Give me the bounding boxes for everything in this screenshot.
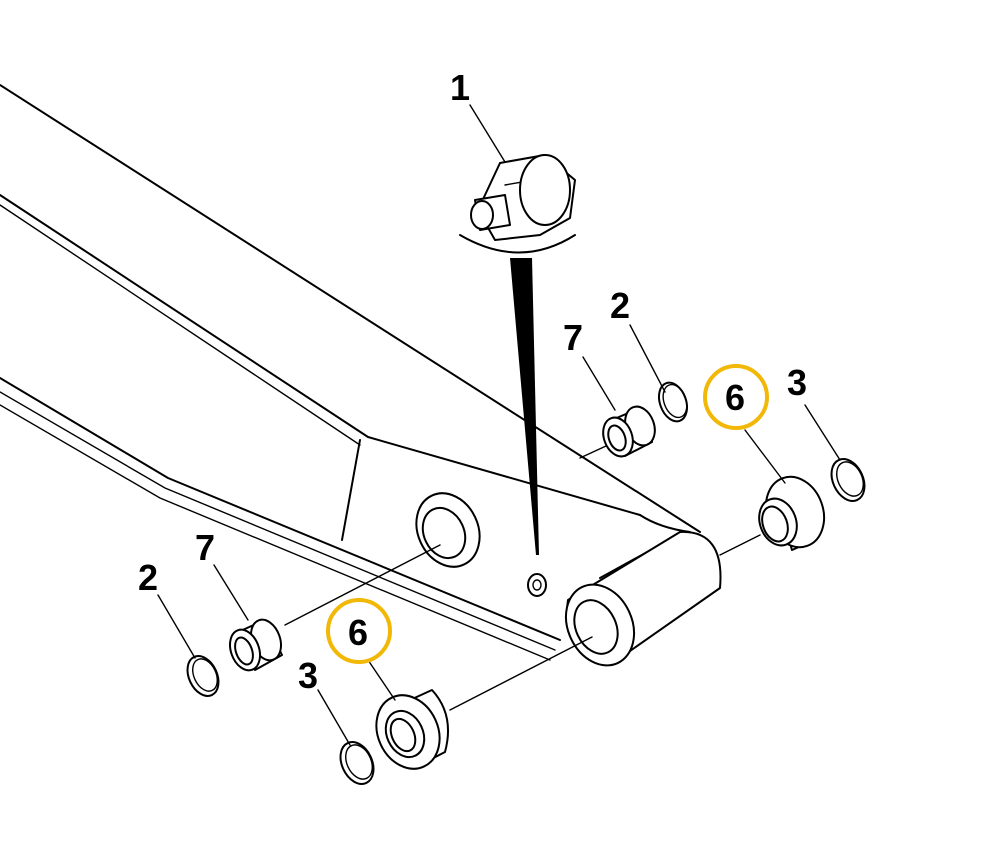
arm-body <box>0 84 701 661</box>
seal-left <box>339 741 375 785</box>
callout-2-left: 2 <box>138 557 158 598</box>
centerline-right-lower <box>719 534 761 556</box>
highlight-circle-left <box>326 598 392 664</box>
ring-right <box>657 381 689 423</box>
leader-lines <box>157 104 841 746</box>
centerline-left-lower <box>449 636 593 711</box>
grease-fitting <box>459 154 576 555</box>
callout-7-left: 7 <box>195 527 215 568</box>
centerline-left-upper <box>284 544 441 626</box>
callout-3-right: 3 <box>787 362 807 403</box>
left-pivot-boss <box>415 492 481 568</box>
bushing-left <box>229 618 283 672</box>
callout-6-left: 6 <box>348 612 368 653</box>
callout-3-left: 3 <box>298 655 318 696</box>
flanged-bushing-left <box>375 689 449 770</box>
callout-7-right: 7 <box>563 317 583 358</box>
centerline-right-upper <box>579 445 607 459</box>
flanged-bushing-right <box>758 475 826 551</box>
seal-right <box>830 458 866 502</box>
grease-port <box>527 573 547 597</box>
bushing-right <box>602 405 656 458</box>
callout-6-right: 6 <box>725 377 745 418</box>
callout-1: 1 <box>450 67 470 108</box>
ring-left <box>186 655 220 697</box>
callout-2-right: 2 <box>610 285 630 326</box>
highlight-circle-right <box>703 364 769 430</box>
right-pivot-tube <box>564 530 722 667</box>
